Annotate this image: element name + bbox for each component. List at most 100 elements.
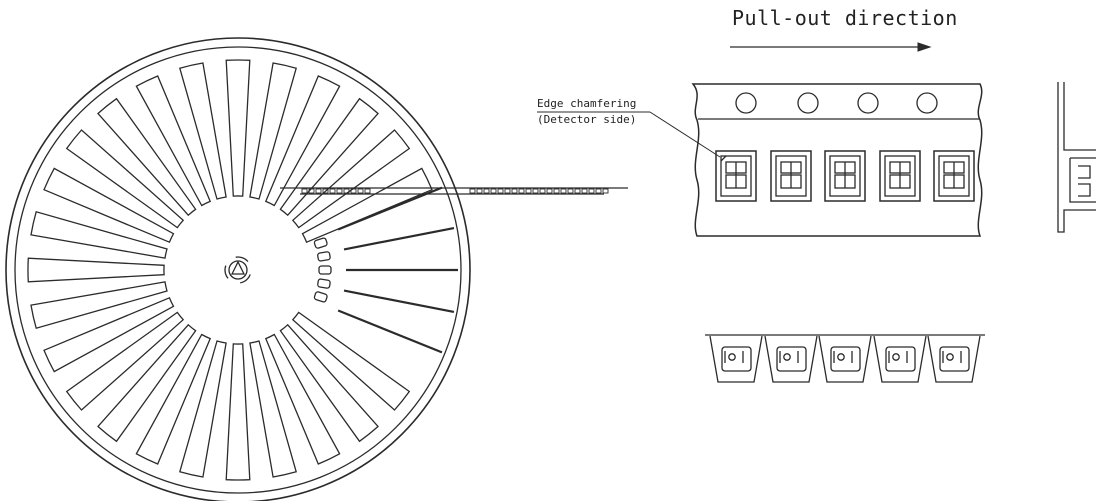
reel-spoke-window [43, 296, 175, 373]
sprocket-hole [857, 92, 879, 114]
side-view-pocket [873, 335, 927, 383]
side-view-component [939, 346, 970, 372]
reel-spoke-window [65, 311, 185, 411]
component-body [938, 155, 970, 197]
edge-chamfering-label: Edge chamfering [537, 97, 637, 110]
tape-lead-pocket [532, 188, 539, 194]
side-view-component [776, 346, 807, 372]
component-body [884, 155, 916, 197]
component-pocket [933, 150, 975, 202]
reel-hub-arc [224, 265, 229, 279]
tape-lead-pocket [350, 188, 357, 194]
end-view-component [1078, 165, 1091, 197]
pull-out-arrow-head [917, 42, 932, 52]
tape-lead-pocket [497, 188, 504, 194]
reel-spoke-window [43, 167, 175, 244]
reel-spoke-window [279, 323, 379, 443]
pull-out-direction-label: Pull-out direction [732, 6, 958, 30]
side-view-pocket [927, 335, 981, 383]
reel-spoke-window [178, 62, 227, 200]
tape-lead-pocket [602, 188, 609, 194]
reel-spoke-window [225, 343, 251, 481]
tape-lead-pocket [595, 188, 602, 194]
tape-lead-pocket [343, 188, 350, 194]
component-pocket [824, 150, 866, 202]
tape-lead-pocket [511, 188, 518, 194]
side-view-component [885, 346, 916, 372]
side-view-pocket [709, 335, 763, 383]
reel-spoke-window [97, 323, 197, 443]
reel-spoke-window [225, 59, 251, 197]
tape-lead-pocket [525, 188, 532, 194]
reel-spoke-window [65, 129, 185, 229]
reel-tape-leader-line [337, 309, 443, 354]
detector-side-label: (Detector side) [537, 113, 637, 126]
tape-lead-pocket [567, 188, 574, 194]
tape-lead-pocket [469, 188, 476, 194]
tape-lead-pocket [476, 188, 483, 194]
side-view-pocket [818, 335, 872, 383]
side-view-lens [892, 353, 900, 361]
tape-lead-pocket [336, 188, 343, 194]
reel-hub-slot [317, 278, 331, 289]
tape-lead-pocket [560, 188, 567, 194]
sprocket-hole [797, 92, 819, 114]
tape-lead-pocket [315, 188, 322, 194]
reel-spoke-window [178, 340, 227, 478]
side-view-pocket [764, 335, 818, 383]
reel-hub-slot [317, 251, 331, 262]
sprocket-hole [735, 92, 757, 114]
tape-lead-pocket [539, 188, 546, 194]
reel-spoke-window [30, 281, 168, 330]
reel-spoke-window [264, 333, 341, 465]
side-view-lens [783, 353, 791, 361]
component-pocket [879, 150, 921, 202]
reel-spoke-window [135, 75, 212, 207]
tape-lead-pocket [483, 188, 490, 194]
tape-lead-pocket [504, 188, 511, 194]
reel-tape-leader-line [343, 226, 455, 251]
tape-lead-pocket [308, 188, 315, 194]
reel-hub-slot [313, 291, 328, 303]
component-body [720, 155, 752, 197]
reel-spoke-window [264, 75, 341, 207]
tape-lead-pocket [574, 188, 581, 194]
reel-spoke-window [291, 129, 411, 229]
reel-spoke-window [279, 97, 379, 217]
side-view-lens [946, 353, 954, 361]
component-pocket [770, 150, 812, 202]
component-body [775, 155, 807, 197]
tape-lead-pocket [301, 188, 308, 194]
reel-hub-key [230, 260, 246, 275]
reel-spoke-window [291, 311, 411, 411]
reel-hub-slot [318, 265, 332, 275]
reel-inner-rim [14, 46, 462, 494]
reel-hub-arc [240, 274, 251, 284]
tape-lead-pocket [588, 188, 595, 194]
reel-spoke-window [135, 333, 212, 465]
reel-spoke-window [30, 210, 168, 259]
end-view-pocket [1069, 157, 1096, 203]
tape-lead-pocket [553, 188, 560, 194]
reel-spoke-window [249, 340, 298, 478]
tape-lead-pocket [581, 188, 588, 194]
reel-hub-arc [235, 256, 249, 263]
tape-lead-pocket [518, 188, 525, 194]
reel-hub-slot [313, 237, 328, 249]
tape-lead-pocket [490, 188, 497, 194]
end-view-tape-edge [1063, 82, 1096, 151]
side-view-component [721, 346, 752, 372]
side-view-lens [837, 353, 845, 361]
reel-spoke-window [27, 257, 165, 283]
sprocket-hole [916, 92, 938, 114]
label-leader-line [649, 111, 721, 158]
side-view-lens [728, 353, 736, 361]
tape-lead-pocket [357, 188, 364, 194]
tape-lead-pocket [364, 188, 371, 194]
tape-lead-pocket [322, 188, 329, 194]
reel-spoke-window [249, 62, 298, 200]
component-body [829, 155, 861, 197]
